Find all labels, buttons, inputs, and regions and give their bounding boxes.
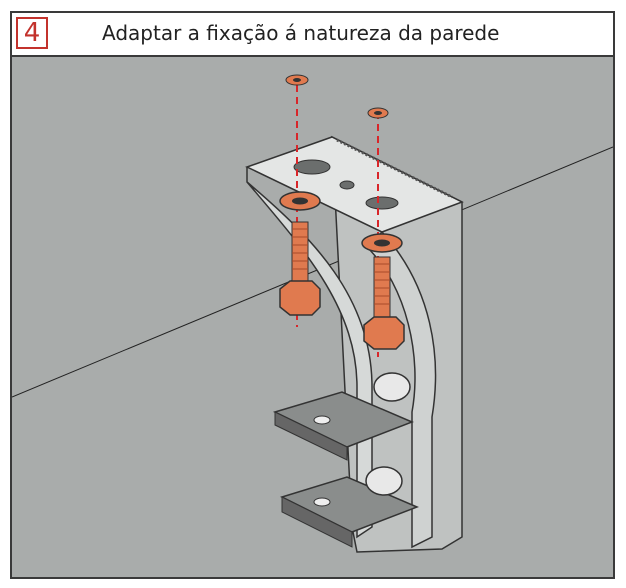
bolt-icon [361,233,405,350]
bracket-illustration [12,74,613,553]
step-number-badge: 4 [16,17,48,49]
step-header: 4 Adaptar a fixação á natureza da parede [12,13,613,57]
step-title: Adaptar a fixação á natureza da parede [102,21,500,45]
instruction-panel: 4 Adaptar a fixação á natureza da parede [10,11,615,579]
wall-bracket-icon [245,135,464,553]
bolt-icon [279,191,321,316]
wall-edge-line [12,146,613,398]
